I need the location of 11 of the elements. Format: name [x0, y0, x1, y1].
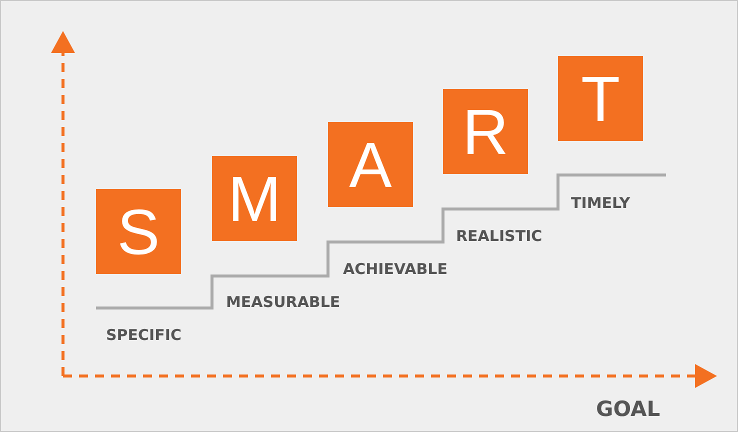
- step-label: REALISTIC: [456, 227, 542, 245]
- letter-box: M: [212, 156, 297, 241]
- step-label: MEASURABLE: [226, 293, 340, 311]
- letter-box: R: [443, 89, 528, 174]
- step-label: SPECIFIC: [106, 326, 182, 344]
- axis-label: GOAL: [596, 397, 660, 421]
- letter-box: T: [558, 56, 643, 141]
- step-label: TIMELY: [571, 194, 630, 212]
- letter-box: S: [96, 189, 181, 274]
- step-label: ACHIEVABLE: [343, 260, 448, 278]
- letter-box: A: [328, 122, 413, 207]
